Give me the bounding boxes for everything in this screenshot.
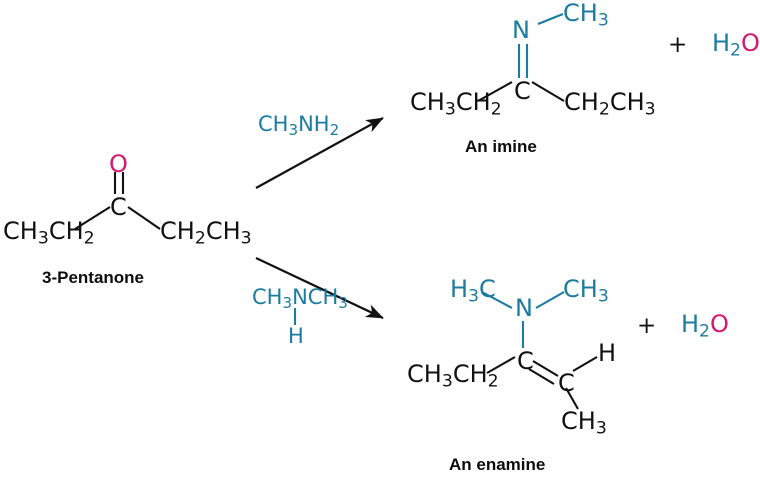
imine-plus-sign: + bbox=[668, 32, 688, 58]
sub-3: 3 bbox=[597, 10, 609, 31]
enamine-left-methyl: H3C bbox=[450, 275, 496, 307]
imine-left-ethyl: CH3CH2 bbox=[410, 88, 502, 120]
sub-2: 2 bbox=[699, 321, 711, 342]
water-h: H bbox=[681, 310, 700, 338]
sub-3: 3 bbox=[338, 293, 348, 312]
water-o: O bbox=[741, 29, 760, 57]
enamine-nitrogen: N bbox=[515, 294, 533, 322]
sub-2: 2 bbox=[329, 120, 340, 139]
sub-3: 3 bbox=[444, 99, 456, 120]
sub-3: 3 bbox=[468, 286, 480, 307]
enamine-vinyl-carbon-2: C bbox=[558, 369, 575, 397]
enamine-byproduct-water: H2O bbox=[681, 312, 729, 341]
sub-2: 2 bbox=[83, 228, 95, 249]
sub-3: 3 bbox=[597, 286, 609, 307]
sub-3: 3 bbox=[282, 293, 293, 312]
sub-2: 2 bbox=[490, 99, 502, 120]
reactant-carbonyl-oxygen: O bbox=[109, 150, 128, 178]
enamine-vinyl-hydrogen: H bbox=[598, 339, 617, 367]
reagent-dimethylamine-hydrogen: H bbox=[288, 324, 304, 348]
enamine-product-caption: An enamine bbox=[449, 455, 546, 474]
enamine-right-methyl: CH3 bbox=[563, 275, 609, 307]
enamine-product-bonds bbox=[481, 291, 598, 410]
enamine-plus-sign: + bbox=[637, 313, 657, 339]
sub-3: 3 bbox=[240, 228, 252, 249]
imine-nitrogen: N bbox=[512, 16, 530, 44]
sub-2: 2 bbox=[194, 228, 206, 249]
sub-3: 3 bbox=[288, 120, 299, 139]
reactant-name-label: 3-Pentanone bbox=[42, 268, 145, 287]
imine-n-methyl: CH3 bbox=[563, 0, 609, 31]
water-h: H bbox=[712, 29, 731, 57]
imine-product-caption: An imine bbox=[465, 137, 537, 156]
reactant-carbonyl-carbon: C bbox=[110, 193, 127, 221]
sub-3: 3 bbox=[595, 418, 607, 439]
reactant-right-ethyl: CH2CH3 bbox=[160, 217, 252, 249]
imine-right-ethyl: CH2CH3 bbox=[564, 88, 656, 120]
sub-2: 2 bbox=[730, 40, 742, 61]
sub-2: 2 bbox=[487, 371, 499, 392]
reagent-methylamine: CH3NH2 bbox=[258, 112, 340, 139]
reactant-left-ethyl: CH3CH2 bbox=[3, 217, 95, 249]
reagent-dimethylamine: CH3NCH3 bbox=[252, 285, 348, 312]
water-o: O bbox=[710, 310, 729, 338]
enamine-bottom-methyl: CH3 bbox=[561, 407, 607, 439]
sub-3: 3 bbox=[644, 99, 656, 120]
imine-byproduct-water: H2O bbox=[712, 31, 760, 60]
sub-2: 2 bbox=[598, 99, 610, 120]
sub-3: 3 bbox=[37, 228, 49, 249]
enamine-left-ethyl: CH3CH2 bbox=[407, 360, 499, 392]
enamine-vinyl-carbon-1: C bbox=[517, 347, 534, 375]
imine-central-carbon: C bbox=[514, 77, 531, 105]
sub-3: 3 bbox=[441, 371, 453, 392]
